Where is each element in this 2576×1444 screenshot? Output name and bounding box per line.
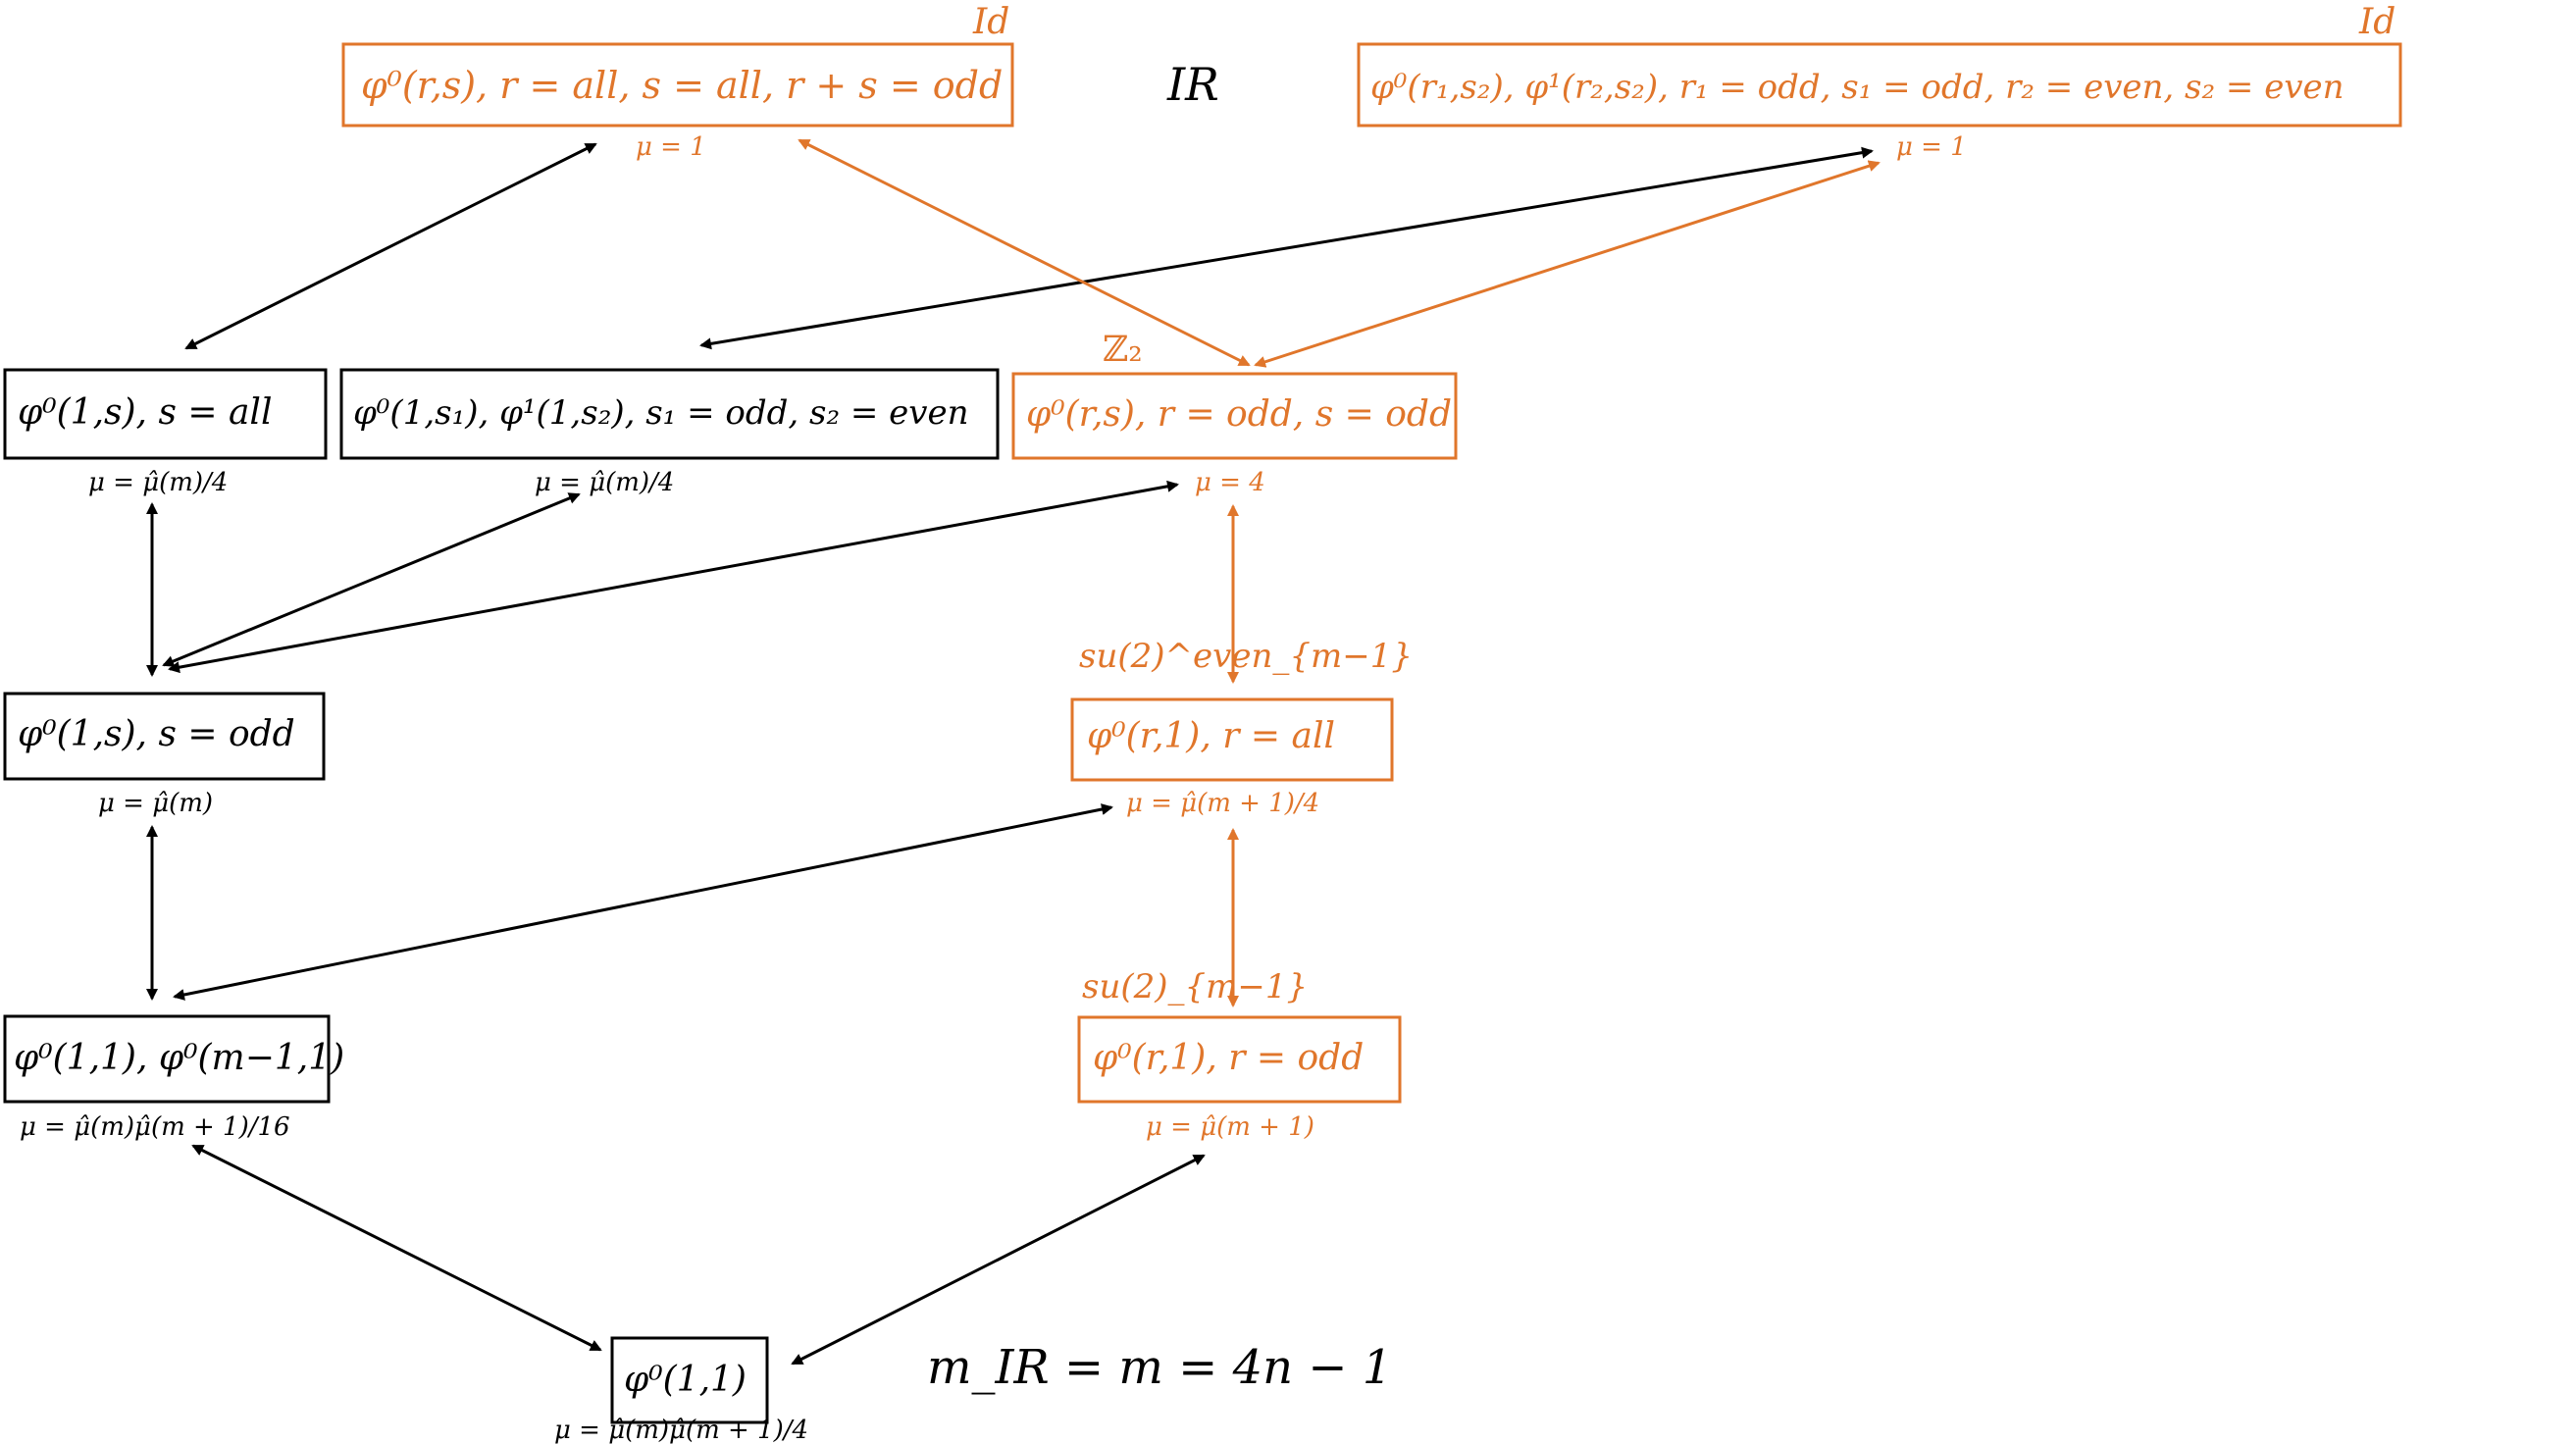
node-mu: μ = 1	[1896, 132, 1967, 162]
node-box	[339, 368, 1000, 460]
ir-label: IR	[1166, 58, 1219, 111]
symmetry-label-su2: su(2)_{m−1}	[1082, 967, 1308, 1006]
node-content: φ⁰(r,1), r = odd	[1093, 1038, 1364, 1078]
edge-su2-to-bottom	[791, 1154, 1206, 1366]
node-content: φ⁰(r,1), r = all	[1087, 716, 1335, 756]
node-content: φ⁰(1,s₁), φ¹(1,s₂), s₁ = odd, s₂ = even	[353, 393, 969, 433]
edge-z2-to-s-odd	[168, 480, 1179, 674]
node-mu: μ = μ̂(m)/4	[88, 468, 228, 497]
edge-top-right-to-z2	[1254, 160, 1880, 368]
node-box	[1011, 372, 1458, 460]
node-box	[341, 42, 1014, 128]
edge-mid-s1-s2-to-s-odd	[162, 492, 581, 667]
node-content: φ⁰(r,s), r = all, s = all, r + s = odd	[361, 64, 1003, 107]
node-top-left: Id φ⁰(r,s), r = all, s = all, r + s = od…	[341, 2, 1014, 162]
node-mu: μ = 1	[636, 132, 706, 162]
edge-su2-even-to-pair	[173, 803, 1113, 1001]
node-mu: μ = μ̂(m + 1)	[1146, 1112, 1314, 1142]
node-mu: μ = μ̂(m)/4	[535, 468, 674, 497]
node-box	[1077, 1015, 1402, 1104]
symmetry-label-su2-even: su(2)^even_{m−1}	[1079, 637, 1413, 676]
node-box	[3, 692, 326, 781]
node-mid-s-all: φ⁰(1,s), s = all μ = μ̂(m)/4	[3, 368, 328, 497]
node-mu: μ = μ̂(m + 1)/4	[1126, 789, 1319, 818]
node-mu: μ = μ̂(m)μ̂(m + 1)/16	[20, 1112, 290, 1142]
node-pair: φ⁰(1,1), φ⁰(m−1,1) μ = μ̂(m)μ̂(m + 1)/16	[3, 1014, 344, 1142]
node-top-right: Id φ⁰(r₁,s₂), φ¹(r₂,s₂), r₁ = odd, s₁ = …	[1357, 2, 2402, 162]
node-box	[1357, 42, 2402, 128]
node-mu: μ = μ̂(m)	[98, 789, 213, 818]
node-box	[1070, 697, 1394, 782]
node-mu: μ = μ̂(m)μ̂(m + 1)/4	[554, 1416, 808, 1444]
node-s-odd: φ⁰(1,s), s = odd μ = μ̂(m)	[3, 692, 326, 818]
edges	[146, 138, 1880, 1366]
symmetry-label-id-right: Id	[2358, 2, 2396, 42]
node-content: φ⁰(1,s), s = odd	[18, 714, 295, 754]
edge-pair-to-bottom	[191, 1144, 602, 1352]
m-relation-label: m_IR = m = 4n − 1	[927, 1340, 1392, 1395]
symmetry-label-id-left: Id	[972, 2, 1009, 42]
edge-top-left-to-mid-s-all	[184, 142, 597, 350]
node-bottom: φ⁰(1,1) μ = μ̂(m)μ̂(m + 1)/4	[554, 1336, 808, 1444]
symmetry-label-z2: ℤ₂	[1103, 330, 1143, 370]
node-su2-even: su(2)^even_{m−1} φ⁰(r,1), r = all μ = μ̂…	[1070, 637, 1413, 818]
node-content: φ⁰(r₁,s₂), φ¹(r₂,s₂), r₁ = odd, s₁ = odd…	[1370, 68, 2344, 107]
node-content: φ⁰(1,1)	[624, 1360, 747, 1400]
node-content: φ⁰(1,1), φ⁰(m−1,1)	[14, 1038, 344, 1078]
node-z2: ℤ₂ φ⁰(r,s), r = odd, s = odd μ = 4	[1011, 330, 1458, 497]
node-box	[3, 1014, 331, 1104]
node-content: φ⁰(r,s), r = odd, s = odd	[1026, 394, 1452, 435]
node-box	[610, 1336, 769, 1424]
node-mid-s1-s2: φ⁰(1,s₁), φ¹(1,s₂), s₁ = odd, s₂ = even …	[339, 368, 1000, 497]
node-mu: μ = 4	[1195, 468, 1265, 497]
node-box	[3, 368, 328, 460]
node-content: φ⁰(1,s), s = all	[18, 392, 272, 433]
node-su2: su(2)_{m−1} φ⁰(r,1), r = odd μ = μ̂(m + …	[1077, 967, 1402, 1142]
edge-top-left-to-z2	[798, 138, 1251, 367]
